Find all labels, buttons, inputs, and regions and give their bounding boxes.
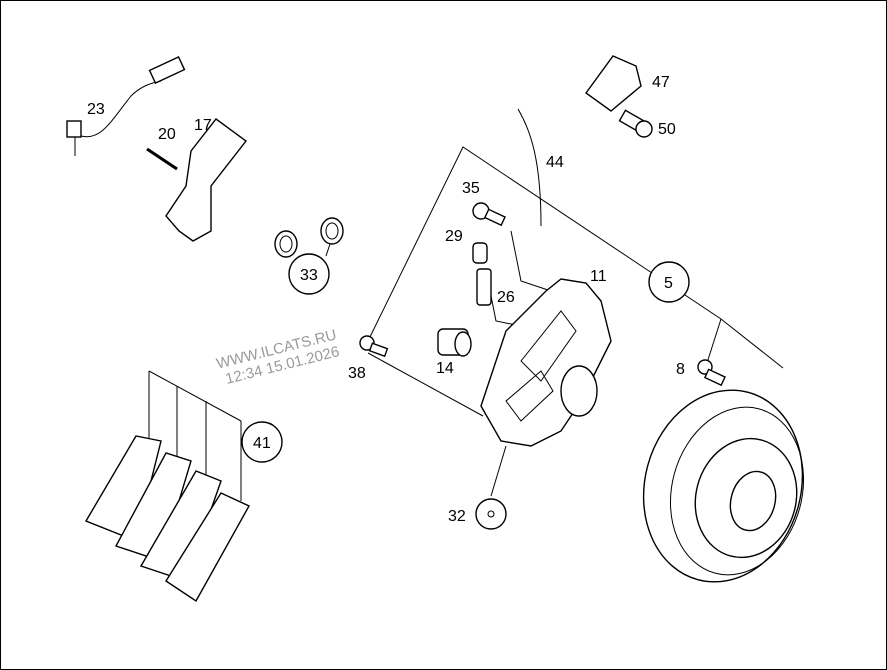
callout-47[interactable]: 47 (652, 74, 670, 91)
callout-33[interactable]: 33 (300, 267, 318, 284)
callout-26[interactable]: 26 (497, 289, 515, 306)
callout-23[interactable]: 23 (87, 101, 105, 118)
callout-17[interactable]: 17 (194, 117, 212, 134)
callout-35[interactable]: 35 (462, 180, 480, 197)
pin-20 (146, 147, 178, 171)
callout-44[interactable]: 44 (546, 154, 564, 171)
callout-circle-5 (648, 261, 690, 303)
callout-29[interactable]: 29 (445, 228, 463, 245)
cap-29 (472, 242, 488, 264)
callout-14[interactable]: 14 (436, 360, 454, 377)
wear-sensor-23 (66, 55, 186, 156)
callout-38[interactable]: 38 (348, 365, 366, 382)
brake-line-44 (517, 108, 542, 227)
callout-11[interactable]: 11 (590, 268, 607, 285)
callout-41[interactable]: 41 (253, 435, 271, 452)
callout-50[interactable]: 50 (658, 121, 676, 138)
sleeve-14 (437, 328, 472, 357)
callout-8[interactable]: 8 (676, 361, 685, 378)
callout-32[interactable]: 32 (448, 508, 466, 525)
bolt-35 (472, 202, 506, 227)
seal-kit-33 (274, 217, 344, 258)
damper-32 (475, 498, 507, 530)
brake-pads-41 (84, 435, 250, 603)
callout-circle-33 (288, 253, 330, 295)
brake-disc (642, 389, 805, 583)
callout-5[interactable]: 5 (664, 275, 673, 292)
callout-circle-41 (241, 421, 283, 463)
bracket-47 (585, 55, 642, 112)
watermark: WWW.ILCATS.RU 12:34 15.01.2026 (215, 326, 341, 388)
bolt-38 (359, 335, 389, 358)
callout-20[interactable]: 20 (158, 126, 176, 143)
bolt-8 (697, 359, 726, 387)
bleeder-26 (476, 268, 492, 306)
bolt-50 (618, 109, 653, 138)
spring-plate-17 (165, 118, 247, 242)
